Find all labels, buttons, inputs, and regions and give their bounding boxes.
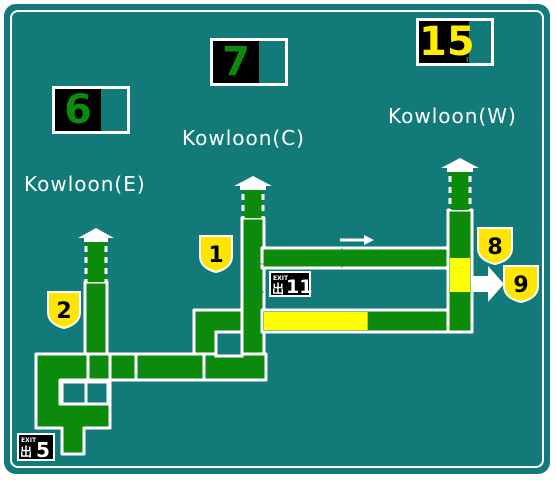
platform-exit-c xyxy=(234,176,272,218)
timer-kowloon-c: 7 mins xyxy=(210,38,288,86)
station-map-sign: 1 2 8 9 EXIT 出 11 EXIT 出 5 Kowloon(E) K xyxy=(4,4,550,474)
station-label-kowloon-w: Kowloon(W) xyxy=(388,104,517,128)
marker-2: 2 xyxy=(47,291,81,330)
timer-kowloon-w: 15 mins xyxy=(416,18,494,66)
timer-kowloon-w-value: 15 xyxy=(419,19,475,65)
corridor-top xyxy=(260,246,452,270)
timer-kowloon-e: 6 mins xyxy=(52,86,130,134)
exit-5-badge: EXIT 出 5 xyxy=(17,433,55,462)
exit-5-char: 出 xyxy=(20,444,32,459)
marker-8: 8 xyxy=(477,227,513,266)
route-map: 1 2 8 9 EXIT 出 11 EXIT 出 5 xyxy=(17,158,539,462)
exit-11-char: 出 xyxy=(272,281,284,296)
station-label-kowloon-e: Kowloon(E) xyxy=(24,172,146,196)
exit-11-word: EXIT xyxy=(273,275,289,282)
inner-gap-2 xyxy=(60,380,88,406)
timer-kowloon-c-value: 7 xyxy=(222,39,250,85)
platform-exit-w xyxy=(441,158,479,210)
marker-9: 9 xyxy=(503,265,539,304)
direction-arrow-small-icon xyxy=(340,235,374,245)
marker-2-label: 2 xyxy=(56,299,71,324)
highlight-bottom xyxy=(264,312,368,330)
timer-kowloon-e-value: 6 xyxy=(64,87,92,133)
station-label-kowloon-c: Kowloon(C) xyxy=(182,126,305,150)
exit-11-number: 11 xyxy=(286,276,312,298)
timer-kowloon-c-unit: mins xyxy=(259,75,284,85)
highlight-right xyxy=(450,258,470,292)
timer-kowloon-e-unit: mins xyxy=(101,123,126,133)
marker-1-label: 1 xyxy=(208,243,223,268)
corridor-kowloon-e xyxy=(83,280,109,362)
platform-exit-e xyxy=(78,228,114,282)
sign-border xyxy=(10,10,544,468)
exit-5-number: 5 xyxy=(36,438,50,462)
exit-5-word: EXIT xyxy=(21,437,37,444)
marker-9-label: 9 xyxy=(513,273,528,298)
marker-8-label: 8 xyxy=(487,235,502,260)
timer-kowloon-w-unit: mins xyxy=(465,55,490,65)
marker-1: 1 xyxy=(199,235,233,274)
exit-11-badge: EXIT 出 11 xyxy=(269,271,312,298)
inner-gap-1 xyxy=(214,330,244,358)
exit-arrow-icon xyxy=(472,266,504,302)
corridor-lower-right xyxy=(202,352,268,382)
